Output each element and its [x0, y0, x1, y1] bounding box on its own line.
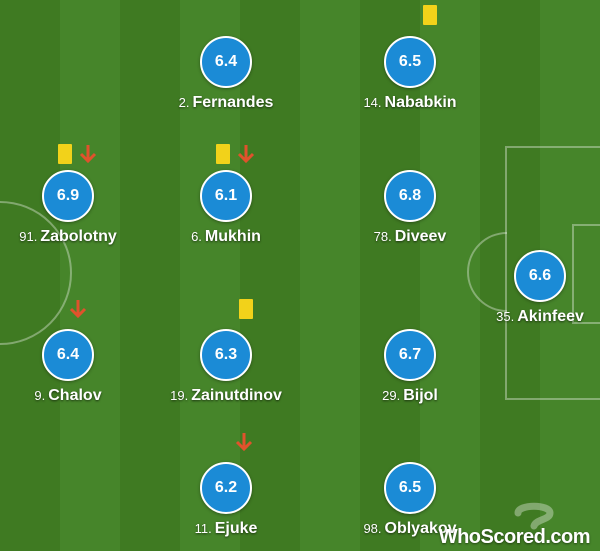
- player-diveev[interactable]: 6.8 78.Diveev: [330, 170, 490, 246]
- rating-badge: 6.5: [384, 36, 436, 88]
- player-label: 29.Bijol: [382, 387, 438, 404]
- sub-off-arrow-icon: [237, 145, 255, 164]
- sub-off-arrow-icon: [235, 433, 253, 452]
- goal-box: [572, 224, 600, 324]
- whoscored-logo: WhoScored.com: [430, 502, 591, 549]
- rating-badge: 6.6: [514, 250, 566, 302]
- player-zabolotny[interactable]: 6.9 91.Zabolotny: [0, 144, 148, 246]
- question-mark-logo-icon: [514, 502, 554, 530]
- player-label: 19.Zainutdinov: [170, 387, 282, 404]
- rating-badge: 6.3: [200, 329, 252, 381]
- player-fernandes[interactable]: 6.4 2.Fernandes: [146, 36, 306, 112]
- yellow-card-icon: [58, 144, 72, 164]
- rating-badge: 6.9: [42, 170, 94, 222]
- player-label: 35.Akinfeev: [496, 308, 584, 325]
- yellow-card-icon: [239, 299, 253, 319]
- player-akinfeev[interactable]: 6.6 35.Akinfeev: [460, 250, 600, 326]
- player-mukhin[interactable]: 6.1 6.Mukhin: [146, 144, 306, 246]
- player-bijol[interactable]: 6.7 29.Bijol: [330, 329, 490, 405]
- rating-badge: 6.1: [200, 170, 252, 222]
- player-chalov[interactable]: 6.4 9.Chalov: [0, 300, 148, 405]
- sub-off-arrow-icon: [79, 145, 97, 164]
- player-label: 98.Oblyakov: [363, 520, 457, 537]
- player-label: 11.Ejuke: [194, 520, 258, 537]
- player-zainutdinov[interactable]: 6.3 19.Zainutdinov: [146, 299, 306, 405]
- player-label: 91.Zabolotny: [19, 228, 117, 245]
- player-label: 2.Fernandes: [178, 94, 274, 111]
- yellow-card-icon: [216, 144, 230, 164]
- player-label: 78.Diveev: [373, 228, 447, 245]
- rating-badge: 6.4: [42, 329, 94, 381]
- sub-off-arrow-icon: [69, 300, 87, 319]
- player-label: 14.Nababkin: [363, 94, 457, 111]
- rating-badge: 6.8: [384, 170, 436, 222]
- player-label: 9.Chalov: [34, 387, 102, 404]
- watermark-text: WhoScored.com: [438, 526, 591, 548]
- rating-badge: 6.2: [200, 462, 252, 514]
- yellow-card-icon: [423, 5, 437, 25]
- rating-badge: 6.7: [384, 329, 436, 381]
- player-ejuke[interactable]: 6.2 11.Ejuke: [146, 433, 306, 538]
- player-nababkin[interactable]: 6.5 14.Nababkin: [330, 5, 490, 112]
- rating-badge: 6.4: [200, 36, 252, 88]
- player-label: 6.Mukhin: [191, 228, 261, 245]
- player-oblyakov[interactable]: 6.5 98.Oblyakov: [330, 462, 490, 538]
- rating-badge: 6.5: [384, 462, 436, 514]
